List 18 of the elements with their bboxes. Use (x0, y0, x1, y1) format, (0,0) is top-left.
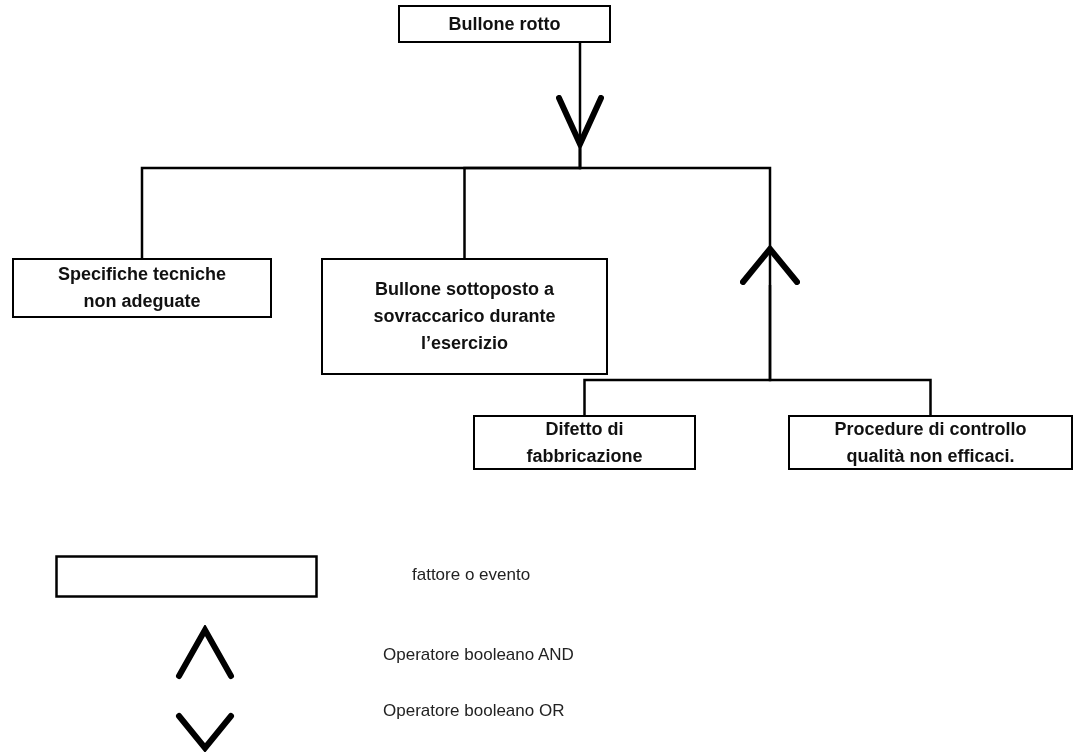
connector-line (768, 285, 932, 415)
legend-label: Operatore booleano OR (383, 701, 565, 721)
gate-icon (740, 245, 800, 285)
event-label: Difetto di fabbricazione (525, 417, 644, 468)
legend-label: fattore o evento (412, 565, 531, 585)
gate-icon (556, 95, 604, 148)
event-box (398, 5, 611, 43)
event-box (473, 415, 696, 470)
event-label: Bullone sottoposto a sovraccarico durante l’esercizio (372, 278, 557, 355)
event-label: Procedure di controllo qualità non efficaci. (833, 417, 1028, 468)
connector-line (578, 148, 772, 245)
connector-line (578, 43, 582, 95)
event-label: Bullone rotto (448, 12, 561, 36)
event-box (788, 415, 1073, 470)
event-box (321, 258, 608, 375)
event-label: Specifiche tecniche non adeguate (56, 263, 228, 313)
event-box (12, 258, 272, 318)
legend-label: Operatore booleano AND (383, 645, 574, 665)
